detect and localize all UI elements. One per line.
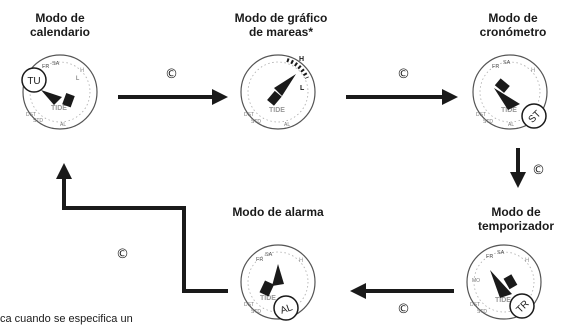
calendar-badge-circle xyxy=(21,67,47,93)
stopwatch-mode-dial: FR SA H TIDE DST STD AL ST xyxy=(472,54,548,130)
c-button-mark-5: © xyxy=(116,247,129,262)
dial-day-fr: FR xyxy=(256,257,263,263)
alarm-mode-dial: FR SA H TIDE DST STD AL xyxy=(240,244,316,321)
dial-tide-l: L xyxy=(300,85,305,92)
footnote: ca cuando se especifica un xyxy=(0,313,133,325)
dial-hand xyxy=(272,264,284,286)
tide-mode-label-line2: de mareas* xyxy=(248,25,314,39)
stopwatch-mode-label-line2: cronómetro xyxy=(479,25,547,39)
alarm-badge-circle xyxy=(273,295,299,321)
dial-hand-tail xyxy=(267,90,282,106)
dial-day-mo: MO xyxy=(472,278,480,284)
timer-mode-label-line2: temporizador xyxy=(477,219,554,233)
calendar-mode-label: Modo de calendario xyxy=(18,11,102,39)
stopwatch-badge-circle xyxy=(521,103,547,129)
dial-tide-h: H xyxy=(299,258,303,264)
dial-std: STD xyxy=(251,119,261,125)
dial-std: STD xyxy=(483,119,493,125)
dial-tick-ring xyxy=(247,251,309,313)
c-button-mark-2: © xyxy=(397,67,410,82)
dial-tide-l: L xyxy=(76,76,80,82)
dial-al: AL xyxy=(284,122,290,128)
c-button-mark-3: © xyxy=(532,163,545,178)
alarm-mode-label-line1: Modo de alarma xyxy=(232,205,324,219)
dial-hand-tail xyxy=(62,92,75,108)
arrow-stopwatch-to-timer xyxy=(510,148,526,188)
timer-badge-circle xyxy=(509,293,535,319)
dial-tide-h: H xyxy=(531,68,535,74)
dial-day-fr: FR xyxy=(492,64,499,70)
arrow-alarm-to-calendar xyxy=(56,163,228,293)
dial-tide-h: H xyxy=(80,68,84,74)
dial-hand-tail xyxy=(259,280,275,297)
dial-std: STD xyxy=(477,309,487,315)
dial-al: AL xyxy=(508,122,514,128)
arrow-timer-to-alarm xyxy=(350,283,454,299)
calendar-badge-text: TU xyxy=(27,76,40,87)
alarm-mode-label: Modo de alarma xyxy=(218,205,338,219)
tide-mode-dial: H L TIDE DST STD AL xyxy=(240,54,316,130)
timer-mode-dial: FR SA MO H TIDE DST STD TR xyxy=(466,244,542,320)
dial-dst: DST xyxy=(244,302,254,308)
tide-mode-label: Modo de gráfico de mareas* xyxy=(226,11,336,39)
dial-dst: DST xyxy=(476,112,486,118)
dial-dst: DST xyxy=(470,302,480,308)
dial-day-sa: SA xyxy=(503,60,511,66)
calendar-mode-label-line1: Modo de xyxy=(35,11,85,25)
timer-mode-label: Modo de temporizador xyxy=(464,205,568,233)
dial-tide-word: TIDE xyxy=(269,107,285,114)
dial-al: AL xyxy=(60,122,66,128)
dial-std: STD xyxy=(251,309,261,315)
dial-day-sa: SA xyxy=(265,252,273,258)
arrow-tide-to-stopwatch xyxy=(346,89,458,105)
dial-day-fr: FR xyxy=(42,64,49,70)
tide-mode-label-line1: Modo de gráfico xyxy=(234,11,328,25)
dial-day-fr: FR xyxy=(486,254,493,260)
calendar-mode-label-line2: calendario xyxy=(29,25,91,39)
dial-day-sa: SA xyxy=(497,250,505,256)
dial-tick-ring xyxy=(473,251,535,313)
dial-tide-word: TIDE xyxy=(501,107,517,114)
dial-dst: DST xyxy=(26,112,36,118)
dial-tide-word: TIDE xyxy=(495,297,511,304)
c-button-mark-1: © xyxy=(165,67,178,82)
dial-tick-ring xyxy=(247,61,309,123)
tide-highlight-arc xyxy=(286,58,309,79)
dial-tide-h: H xyxy=(299,56,304,63)
dial-tide-h: H xyxy=(525,258,529,264)
arrow-calendar-to-tide xyxy=(118,89,228,105)
dial-std: STD xyxy=(33,118,43,124)
calendar-mode-dial: FR SA H L TIDE DST STD AL TU xyxy=(21,54,98,130)
dial-hand xyxy=(490,270,512,298)
dial-hand-tail xyxy=(503,274,518,290)
stopwatch-mode-label: Modo de cronómetro xyxy=(468,11,558,39)
timer-mode-label-line1: Modo de xyxy=(491,205,541,219)
stopwatch-mode-label-line1: Modo de xyxy=(488,11,538,25)
dial-day-sa: SA xyxy=(52,61,60,67)
dial-tick-ring xyxy=(29,61,91,123)
dial-tide-word: TIDE xyxy=(260,295,276,302)
dial-hand xyxy=(41,90,62,105)
dial-tick-ring xyxy=(479,61,541,123)
dial-hand-tail xyxy=(494,78,510,93)
dial-hand xyxy=(494,88,520,110)
dial-dst: DST xyxy=(244,112,254,118)
c-button-mark-4: © xyxy=(397,302,410,317)
alarm-badge-text: AL xyxy=(279,302,295,317)
dial-hand xyxy=(274,74,296,96)
dial-tide-word: TIDE xyxy=(51,105,67,112)
